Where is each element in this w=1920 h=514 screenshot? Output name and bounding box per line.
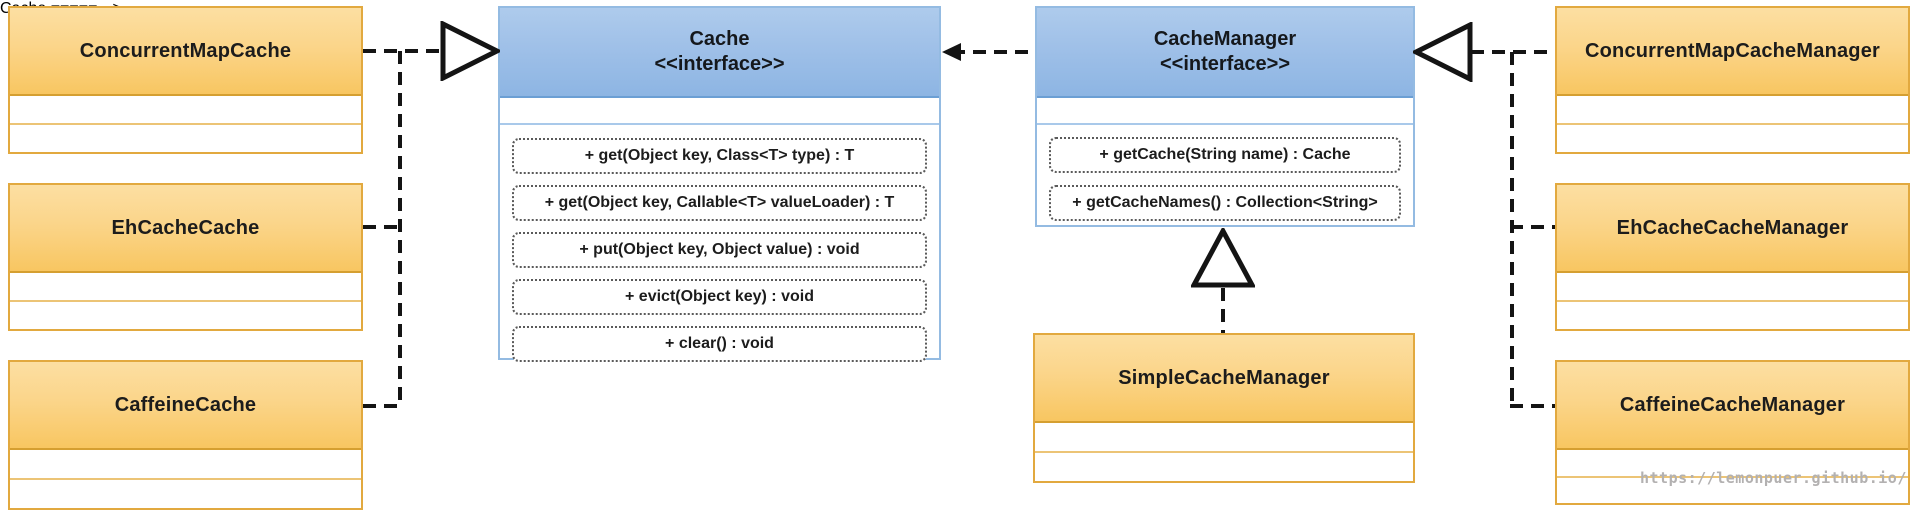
class-name: EhCacheCache: [111, 216, 260, 239]
class-concurrentmapcachemanager: ConcurrentMapCacheManager: [1555, 6, 1910, 154]
class-name: CaffeineCache: [114, 393, 257, 416]
class-header: CaffeineCache: [10, 362, 361, 450]
class-header: EhCacheCache: [10, 185, 361, 273]
interface-header: Cache <<interface>>: [500, 8, 939, 98]
class-caffeinecachemanager: CaffeineCacheManager: [1555, 360, 1910, 505]
method: + getCacheNames() : Collection<String>: [1049, 185, 1401, 221]
interface-name: Cache: [689, 28, 750, 50]
dependency-arrowhead-icon: [942, 43, 961, 61]
methods-compartment: [10, 123, 361, 152]
realization-triangle-left-icon: [1413, 22, 1473, 82]
realization-line: [1510, 404, 1555, 408]
methods-compartment: + getCache(String name) : Cache + getCac…: [1037, 125, 1413, 231]
fields-compartment: [500, 98, 939, 125]
interface-cache: Cache <<interface>> + get(Object key, Cl…: [498, 6, 941, 362]
fields-compartment: [1557, 450, 1908, 476]
interface-header: CacheManager <<interface>>: [1037, 8, 1413, 98]
methods-compartment: [10, 300, 361, 329]
method: + clear() : void: [512, 326, 927, 362]
class-name: SimpleCacheManager: [1118, 366, 1330, 389]
realization-line: [363, 225, 402, 229]
realization-trunk-left: [398, 51, 402, 408]
watermark-url: https://lemonpuer.github.io/: [1640, 469, 1907, 487]
class-header: ConcurrentMapCache: [10, 8, 361, 96]
method: + evict(Object key) : void: [512, 279, 927, 315]
interface-name: CacheManager: [1153, 28, 1297, 50]
realization-line: [363, 49, 443, 53]
methods-compartment: [1557, 475, 1908, 503]
fields-compartment: [10, 96, 361, 123]
fields-compartment: [1557, 273, 1908, 300]
realization-line: [1510, 225, 1555, 229]
methods-compartment: [1557, 123, 1908, 152]
class-ehcachecachemanager: EhCacheCacheManager: [1555, 183, 1910, 331]
dependency-line: [952, 50, 1035, 54]
realization-triangle-up-icon: [1191, 228, 1255, 288]
realization-line: [1221, 288, 1225, 333]
fields-compartment: [1035, 423, 1413, 451]
realization-trunk-right: [1510, 52, 1514, 408]
class-name: ConcurrentMapCacheManager: [1584, 39, 1881, 62]
methods-compartment: [1557, 300, 1908, 329]
class-name: ConcurrentMapCache: [79, 39, 292, 62]
fields-compartment: [10, 273, 361, 300]
interface-stereotype: <<interface>>: [1159, 53, 1291, 75]
class-simplecachemanager: SimpleCacheManager: [1033, 333, 1415, 483]
method: + get(Object key, Callable<T> valueLoade…: [512, 185, 927, 221]
class-header: ConcurrentMapCacheManager: [1557, 8, 1908, 96]
methods-compartment: [1035, 451, 1413, 481]
class-name: EhCacheCacheManager: [1616, 216, 1849, 239]
class-name: CaffeineCacheManager: [1619, 393, 1846, 416]
class-header: SimpleCacheManager: [1035, 335, 1413, 423]
method: + put(Object key, Object value) : void: [512, 232, 927, 268]
class-ehcachecache: EhCacheCache: [8, 183, 363, 331]
interface-cachemanager: CacheManager <<interface>> + getCache(St…: [1035, 6, 1415, 227]
fields-compartment: [10, 450, 361, 478]
fields-compartment: [1557, 96, 1908, 123]
method: + get(Object key, Class<T> type) : T: [512, 138, 927, 174]
class-header: EhCacheCacheManager: [1557, 185, 1908, 273]
realization-triangle-right-icon: [440, 21, 500, 81]
interface-stereotype: <<interface>>: [654, 53, 785, 75]
realization-line: [363, 404, 402, 408]
fields-compartment: [1037, 98, 1413, 125]
methods-compartment: [10, 478, 361, 508]
class-caffeinecache: CaffeineCache: [8, 360, 363, 510]
class-concurrentmapcache: ConcurrentMapCache: [8, 6, 363, 154]
methods-compartment: + get(Object key, Class<T> type) : T + g…: [500, 125, 939, 371]
method: + getCache(String name) : Cache: [1049, 137, 1401, 173]
class-header: CaffeineCacheManager: [1557, 362, 1908, 450]
